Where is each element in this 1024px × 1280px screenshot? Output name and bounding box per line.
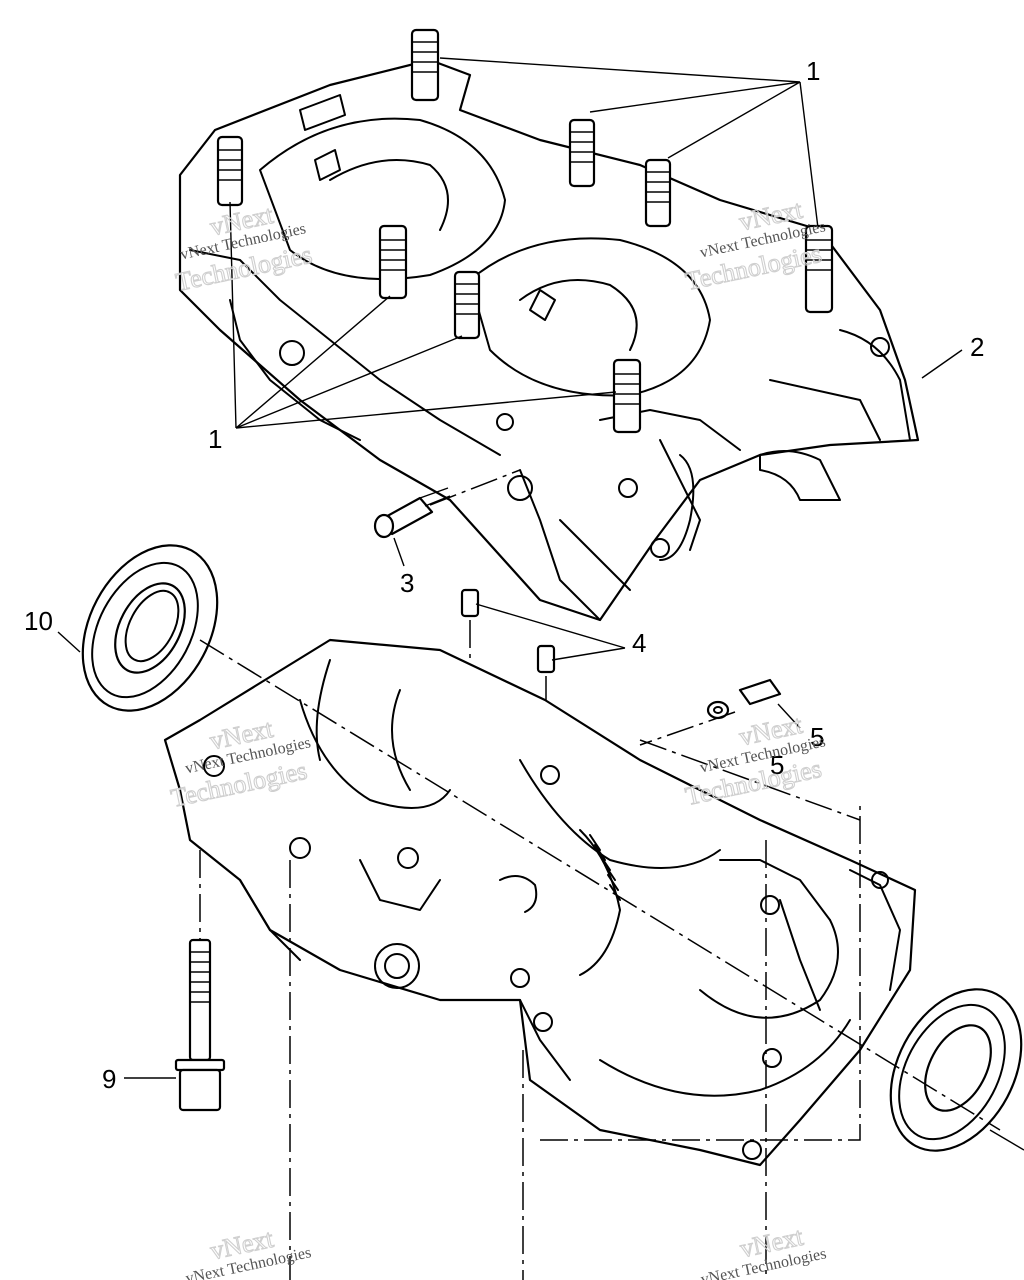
callout-3: 3	[400, 568, 414, 598]
watermark: vNext Technologies vNext	[184, 1223, 313, 1280]
leader-lines-item-1	[229, 57, 819, 429]
stud	[612, 358, 642, 434]
callout-2: 2	[970, 332, 984, 362]
bolt-item-3	[373, 469, 521, 567]
watermarks: vNext Technologies vNext Technologies vN…	[168, 194, 828, 1280]
callout-labels: 1 1 2 3 4 5 5 9 10	[24, 56, 984, 1094]
callout-1-top: 1	[806, 56, 820, 86]
lower-crankcase	[163, 638, 917, 1167]
callout-5-a: 5	[810, 722, 824, 752]
stud	[804, 224, 834, 314]
stud	[453, 270, 481, 340]
watermark: vNext Technologies vNext Technologies	[168, 713, 313, 813]
callout-10: 10	[24, 606, 53, 636]
seal-right	[889, 988, 1024, 1152]
bolt-washer-item-5	[639, 678, 801, 746]
seal-item-10	[57, 544, 219, 712]
stud	[568, 118, 596, 188]
stud	[378, 224, 408, 300]
callout-5-b: 5	[770, 750, 784, 780]
bolt-item-9	[124, 850, 226, 1112]
dowel-pins-item-4	[460, 588, 626, 760]
center-lines	[199, 639, 1001, 1280]
stud	[644, 158, 672, 228]
watermark: vNext Technologies vNext	[699, 1221, 828, 1280]
stud	[410, 28, 440, 102]
callout-9: 9	[102, 1064, 116, 1094]
upper-crankcase	[178, 58, 920, 622]
callout-1-left: 1	[208, 424, 222, 454]
callout-4: 4	[632, 628, 646, 658]
stud	[216, 135, 244, 207]
